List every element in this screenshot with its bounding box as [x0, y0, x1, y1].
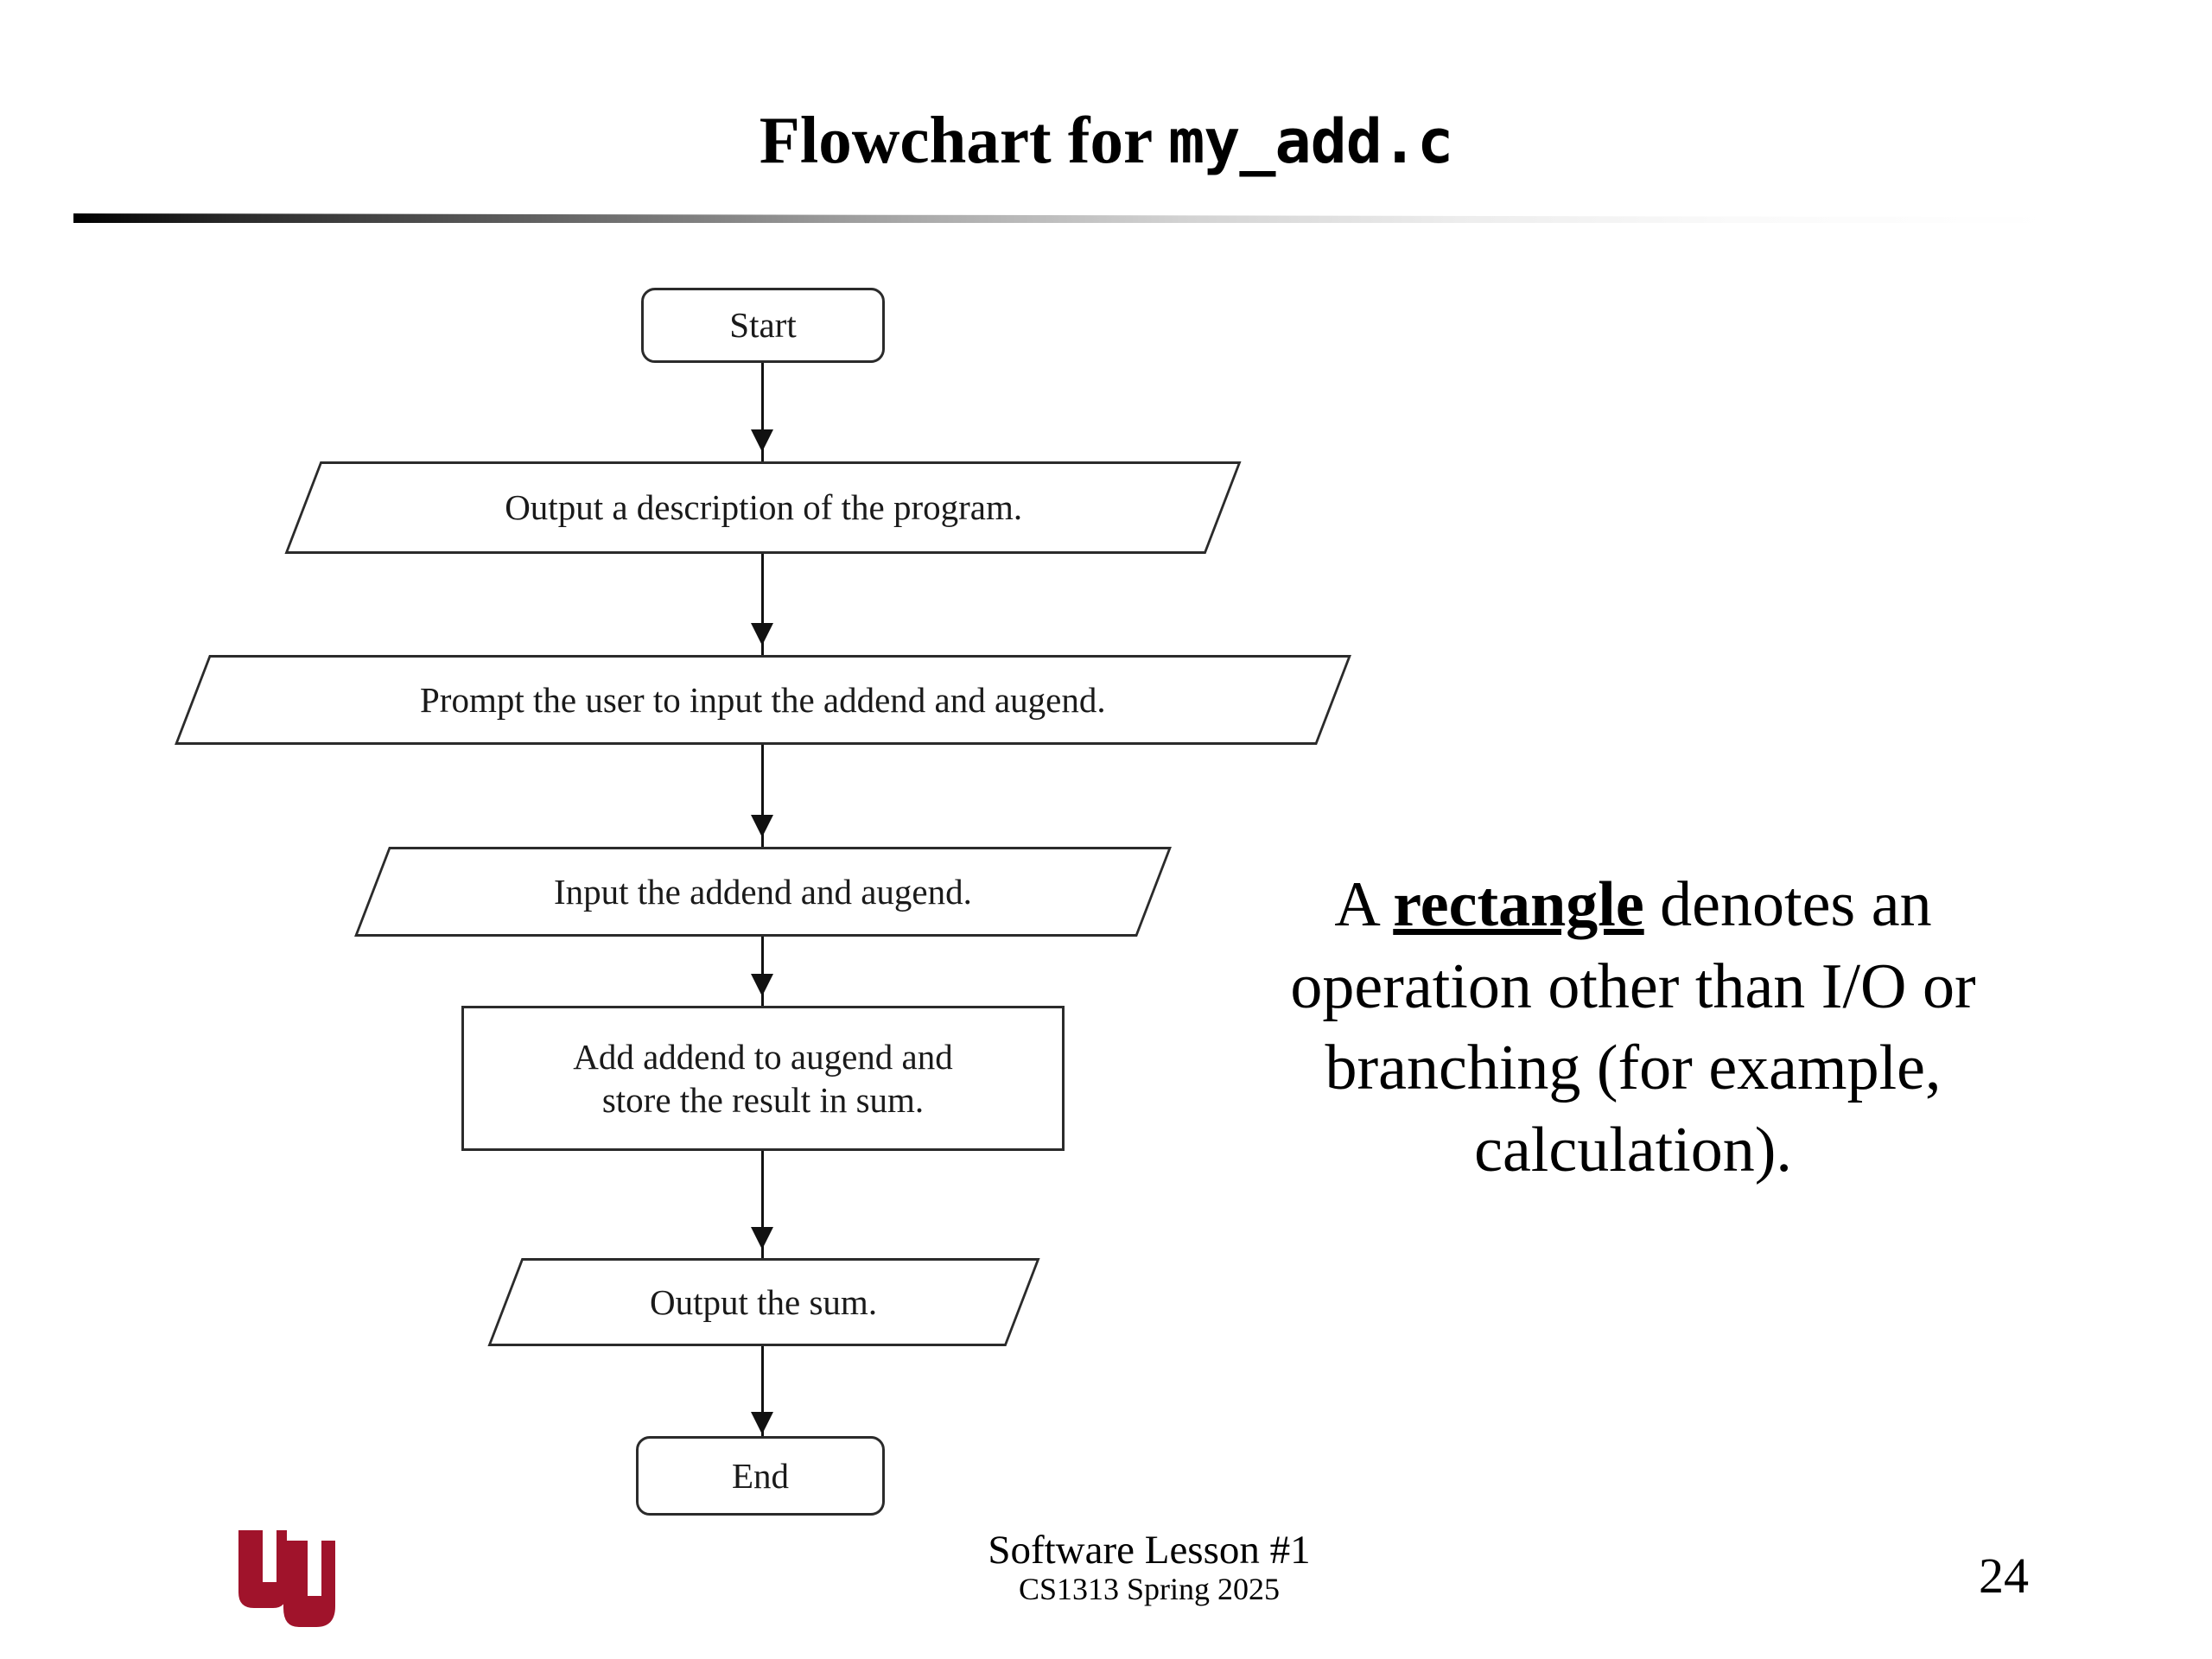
flow-node-add-store: Add addend to augend and store the resul…: [461, 1006, 1065, 1151]
flow-node-end: End: [636, 1436, 885, 1516]
connector-output-sum-to-end: [761, 1346, 764, 1438]
flow-node-prompt-user: Prompt the user to input the addend and …: [175, 655, 1351, 745]
arrowhead-prompt-to-input: [751, 815, 773, 837]
flow-node-output-description: Output a description of the program.: [284, 461, 1242, 554]
flow-node-add-store-label-line2: store the result in sum.: [601, 1080, 925, 1120]
flow-node-start: Start: [641, 288, 885, 363]
arrowhead-output-sum-to-end: [751, 1412, 773, 1434]
connector-input-to-add: [761, 937, 764, 1006]
flow-node-end-label: End: [731, 1455, 790, 1496]
ou-interlocking-logo: [238, 1530, 335, 1627]
flow-node-input-values: Input the addend and augend.: [354, 847, 1172, 937]
arrowhead-start-to-output-desc: [751, 429, 773, 452]
connector-prompt-to-input: [761, 745, 764, 847]
caption-emphasis: rectangle: [1393, 869, 1644, 940]
title-divider-rule: [73, 213, 2052, 223]
connector-add-to-output-sum: [761, 1151, 764, 1258]
flowchart-diagram: Start Output a description of the progra…: [175, 288, 1351, 1516]
connector-start-to-output-desc: [761, 363, 764, 461]
page-number: 24: [1979, 1548, 2029, 1604]
flow-node-output-sum: Output the sum.: [487, 1258, 1040, 1346]
footer-course: CS1313 Spring 2025: [1018, 1572, 1281, 1607]
flow-node-prompt-user-label: Prompt the user to input the addend and …: [420, 679, 1106, 720]
arrowhead-output-desc-to-prompt: [751, 623, 773, 645]
page-title: Flowchart for my_add.c: [0, 102, 2212, 179]
flow-node-output-sum-label: Output the sum.: [650, 1281, 878, 1322]
flow-node-input-values-label: Input the addend and augend.: [554, 871, 972, 912]
page-title-code: my_add.c: [1168, 106, 1453, 177]
flow-node-add-store-label-line1: Add addend to augend and: [573, 1036, 953, 1077]
arrowhead-input-to-add: [751, 974, 773, 996]
caption-text: A rectangle denotes an operation other t…: [1210, 864, 2056, 1192]
connector-output-desc-to-prompt: [761, 554, 764, 655]
flow-node-output-description-label: Output a description of the program.: [504, 487, 1022, 528]
arrowhead-add-to-output-sum: [751, 1227, 773, 1249]
flow-node-start-label: Start: [729, 305, 797, 346]
page-title-prefix: Flowchart for: [759, 103, 1169, 177]
footer: Software Lesson #1 CS1313 Spring 2025: [760, 1529, 1538, 1607]
caption-part2: denotes an operation other than I/O or b…: [1290, 869, 1976, 1186]
footer-lesson: Software Lesson #1: [988, 1528, 1311, 1573]
caption-part1: A: [1334, 869, 1394, 940]
